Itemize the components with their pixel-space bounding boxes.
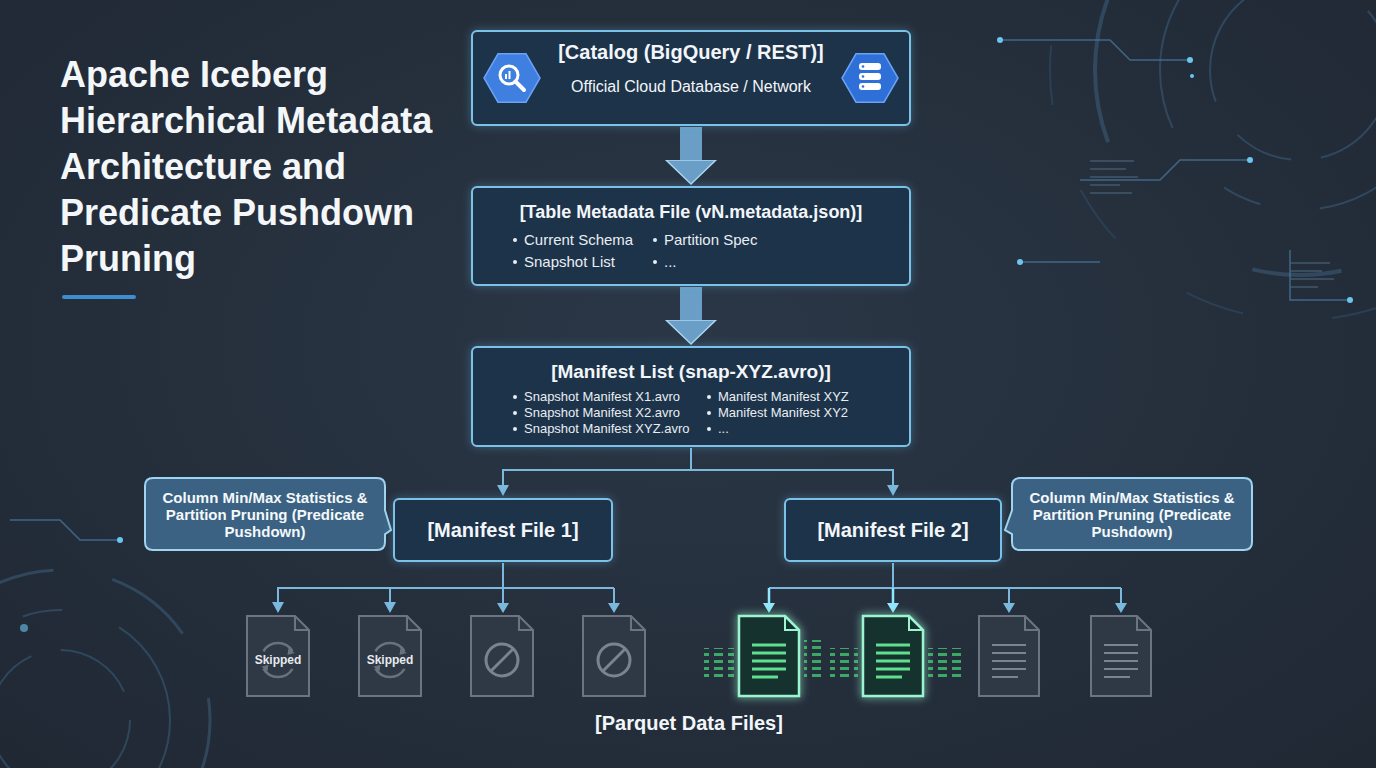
- faint-code-lines: [1090, 160, 1334, 288]
- pruned-file-icon: [583, 616, 645, 696]
- bullet-text: Snapshot Manifest X2.avro: [524, 405, 680, 421]
- box-heading: [Manifest File 2]: [817, 518, 968, 542]
- skipped-file: Skipped: [358, 615, 422, 697]
- box-heading: Skipped: [246, 652, 310, 668]
- bullet-item: Manifest Manifest XY2: [707, 405, 889, 421]
- bullet-text: Manifest Manifest XY2: [718, 405, 848, 421]
- box-heading: [Manifest List (snap-XYZ.avro)]: [551, 360, 831, 384]
- bullet-dot: [707, 395, 711, 399]
- title-underline: [62, 295, 136, 299]
- data-file-icon: [979, 616, 1039, 696]
- skipped-file: Skipped: [246, 615, 310, 697]
- file-outline: [247, 616, 309, 696]
- connector-arrow: [503, 448, 691, 485]
- bullet-item: Snapshot Manifest X1.avro: [513, 389, 707, 405]
- bullet-text: Partition Spec: [664, 229, 757, 251]
- bullet-dot: [707, 427, 711, 431]
- bullet-text: ...: [664, 251, 677, 273]
- block-arrow: [680, 127, 702, 160]
- box-heading: Column Min/Max Statistics & Partition Pr…: [1024, 489, 1240, 540]
- bullet-dot: [513, 427, 517, 431]
- bullet-list: Snapshot Manifest X1.avroSnapshot Manife…: [493, 389, 889, 437]
- box-heading: [Table Metadata File (vN.metadata.json)]: [520, 200, 863, 224]
- bullet-text: Snapshot Manifest XYZ.avro: [524, 421, 689, 437]
- bullet-item: Current Schema: [513, 229, 653, 251]
- glow-dots: [20, 37, 1353, 632]
- bullet-text: Current Schema: [524, 229, 633, 251]
- connector-arrow: [390, 563, 503, 602]
- bullet-text: Snapshot List: [524, 251, 615, 273]
- data-file-icon: [1091, 616, 1151, 696]
- bullet-dot: [653, 238, 657, 242]
- box-heading: [Manifest File 1]: [427, 518, 578, 542]
- bullet-dot: [653, 260, 657, 264]
- bullet-dot: [513, 411, 517, 415]
- bullet-dot: [513, 260, 517, 264]
- bullet-item: ...: [653, 251, 889, 273]
- metadata-file-box: [Table Metadata File (vN.metadata.json)]…: [471, 186, 911, 286]
- manifest-file-box: [Manifest File 2]: [784, 498, 1002, 562]
- bullet-item: Partition Spec: [653, 229, 889, 251]
- scanned-file-icon: [863, 616, 923, 696]
- manifest-file-box: [Manifest File 1]: [393, 498, 613, 562]
- connector-arrow: [691, 448, 893, 485]
- connector-arrow: [278, 563, 503, 602]
- callout-bubble: Column Min/Max Statistics & Partition Pr…: [1012, 478, 1252, 550]
- callout-outline: [1005, 478, 1252, 550]
- manifest-list-box: [Manifest List (snap-XYZ.avro)] Snapshot …: [471, 346, 911, 447]
- file-fold: [407, 616, 421, 630]
- diagram-title: Apache Iceberg Hierarchical Metadata Arc…: [60, 52, 490, 282]
- bullet-item: ...: [707, 421, 889, 437]
- file-fold: [295, 616, 309, 630]
- callout-bubble: Column Min/Max Statistics & Partition Pr…: [145, 478, 385, 550]
- box-subtext: Official Cloud Database / Network: [571, 77, 811, 97]
- bullet-list: Current Schema Partition SpecSnapshot Lis…: [493, 229, 889, 273]
- callout-outline: [145, 478, 391, 550]
- bullet-item: Snapshot Manifest X2.avro: [513, 405, 707, 421]
- fork-arrowheads: [497, 603, 1127, 613]
- pruned-file-icon: [471, 616, 533, 696]
- bullet-dot: [707, 411, 711, 415]
- catalog-box: [Catalog (BigQuery / REST)] Official Clou…: [471, 30, 911, 126]
- bigquery-icon: [484, 54, 540, 102]
- bullet-item: Snapshot List: [513, 251, 653, 273]
- box-heading: [Catalog (BigQuery / REST)]: [558, 40, 824, 64]
- bullet-dot: [513, 238, 517, 242]
- bullet-text: Snapshot Manifest X1.avro: [524, 389, 680, 405]
- fork-lines: [278, 563, 1121, 603]
- bullet-item: Snapshot Manifest XYZ.avro: [513, 421, 707, 437]
- database-icon: [842, 54, 898, 102]
- box-heading: Skipped: [358, 652, 422, 668]
- scanned-file-icon: [739, 616, 799, 696]
- bullet-dot: [513, 395, 517, 399]
- bullet-item: Manifest Manifest XYZ: [707, 389, 889, 405]
- block-arrow: [680, 287, 702, 320]
- bullet-text: Manifest Manifest XYZ: [718, 389, 849, 405]
- section-label: [Parquet Data Files]: [595, 710, 783, 736]
- file-outline: [359, 616, 421, 696]
- box-heading: Column Min/Max Statistics & Partition Pr…: [157, 489, 373, 540]
- bullet-text: ...: [718, 421, 729, 437]
